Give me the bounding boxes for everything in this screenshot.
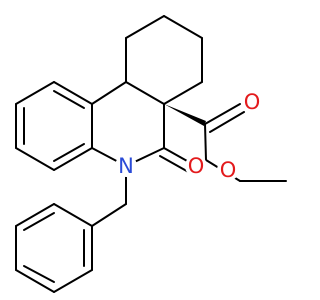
fused-benzene-ring <box>15 81 93 171</box>
benzyl-phenyl-ring <box>15 203 93 293</box>
ester-carbonyl-oxygen-label: O <box>244 90 261 114</box>
atom-labels: N O O O <box>115 90 263 182</box>
stereo-wedge-bond <box>164 104 206 126</box>
molecule-canvas: N O O O <box>15 15 287 293</box>
nitrogen-label: N <box>118 154 134 178</box>
keto-oxygen-label: O <box>188 154 205 178</box>
molecule-drawing: N O O O <box>15 15 287 293</box>
methyl-ester <box>204 103 287 182</box>
ester-ether-oxygen-label: O <box>220 158 237 182</box>
cyclohexane-ring <box>125 15 203 105</box>
